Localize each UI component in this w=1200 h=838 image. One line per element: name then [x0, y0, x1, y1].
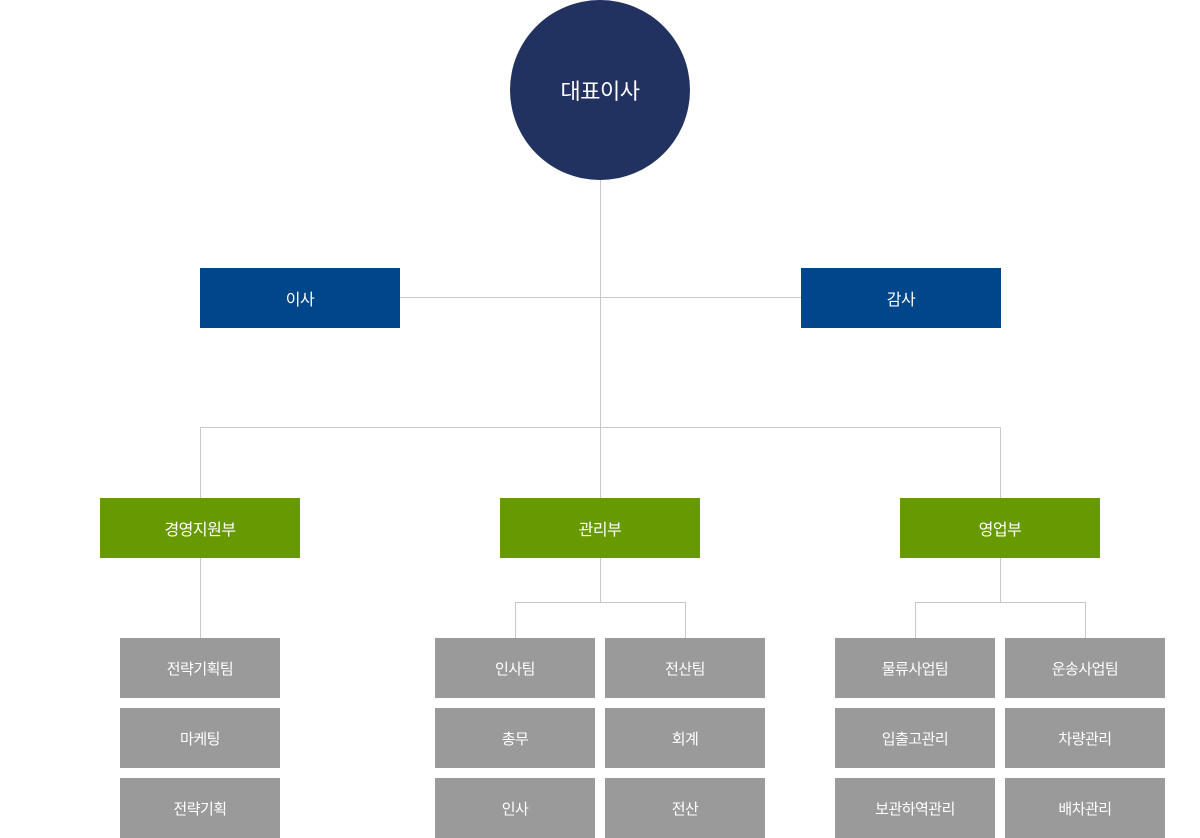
connector-center-right: [685, 602, 686, 638]
connector-right-down: [1000, 558, 1001, 602]
connector-left-teams: [200, 558, 201, 638]
dept-management-support: 경영지원부: [100, 498, 300, 558]
auditor-node: 감사: [801, 268, 1001, 328]
team-node: 인사팀: [435, 638, 595, 698]
connector-center-split: [515, 602, 686, 603]
team-node: 보관하역관리: [835, 778, 995, 838]
team-node: 회계: [605, 708, 765, 768]
connector-center-left: [515, 602, 516, 638]
connector-dept-right: [1000, 427, 1001, 498]
team-node: 마케팅: [120, 708, 280, 768]
team-node: 전산팀: [605, 638, 765, 698]
team-node: 인사: [435, 778, 595, 838]
connector-right-left: [915, 602, 916, 638]
connector-executives: [400, 297, 801, 298]
connector-ceo-trunk: [600, 180, 601, 428]
ceo-node: 대표이사: [510, 0, 690, 180]
connector-dept-center: [600, 427, 601, 498]
dept-administration: 관리부: [500, 498, 700, 558]
team-node: 전략기획: [120, 778, 280, 838]
connector-dept-left: [200, 427, 201, 498]
team-node: 운송사업팀: [1005, 638, 1165, 698]
team-node: 전산: [605, 778, 765, 838]
director-node: 이사: [200, 268, 400, 328]
connector-right-right: [1085, 602, 1086, 638]
team-node: 물류사업팀: [835, 638, 995, 698]
connector-center-down: [600, 558, 601, 602]
connector-right-split: [915, 602, 1086, 603]
team-node: 배차관리: [1005, 778, 1165, 838]
dept-sales: 영업부: [900, 498, 1100, 558]
team-node: 전략기획팀: [120, 638, 280, 698]
team-node: 차량관리: [1005, 708, 1165, 768]
team-node: 총무: [435, 708, 595, 768]
team-node: 입출고관리: [835, 708, 995, 768]
